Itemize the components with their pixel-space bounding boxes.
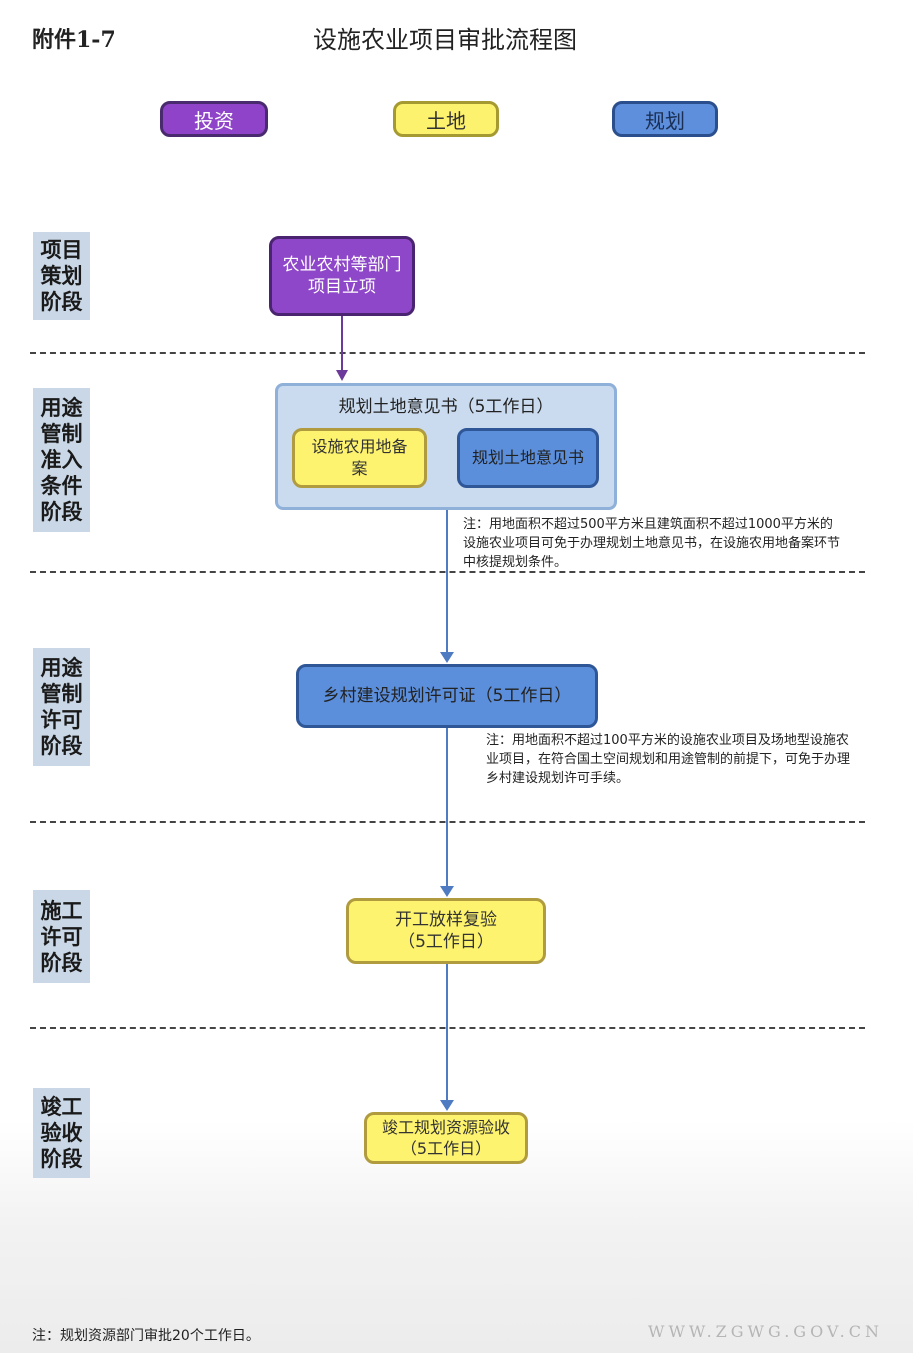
- node-rural-permit: 乡村建设规划许可证（5工作日）: [296, 664, 598, 728]
- node-completion-check: 竣工规划资源验收 （5工作日）: [364, 1112, 528, 1164]
- opinion-group-title: 规划土地意见书（5工作日）: [338, 397, 554, 417]
- arrow-head: [336, 370, 348, 381]
- note-opinion-exemption: 注：用地面积不超过500平方米且建筑面积不超过1000平方米的设施农业项目可免于…: [463, 517, 841, 570]
- node-project-approval: 农业农村等部门项目立项: [269, 236, 415, 316]
- layout-check-days: （5工作日）: [398, 932, 494, 952]
- arrow-head: [440, 652, 454, 663]
- stage-permit: 用途管制许可阶段: [33, 648, 90, 766]
- node-facility-filing: 设施农用地备案: [292, 428, 427, 488]
- layout-check-title: 开工放样复验: [395, 910, 497, 930]
- arrow-head: [440, 1100, 454, 1111]
- stage-planning: 项目策划阶段: [33, 232, 90, 320]
- stage-divider: [30, 352, 865, 354]
- stage-construction: 施工许可阶段: [33, 890, 90, 983]
- stage-completion: 竣工验收阶段: [33, 1088, 90, 1178]
- arrow-head: [440, 886, 454, 897]
- node-layout-check: 开工放样复验 （5工作日）: [346, 898, 546, 964]
- legend-investment: 投资: [160, 101, 268, 137]
- attachment-label: 附件1-7: [32, 27, 116, 53]
- stage-access: 用途管制准入条件阶段: [33, 388, 90, 532]
- legend-land: 土地: [393, 101, 499, 137]
- node-opinion-letter: 规划土地意见书: [457, 428, 599, 488]
- watermark: WWW.ZGWG.GOV.CN: [648, 1322, 883, 1341]
- note-permit-exemption: 注：用地面积不超过100平方米的设施农业项目及场地型设施农业项目，在符合国土空间…: [486, 733, 851, 786]
- footer-note: 注：规划资源部门审批20个工作日。: [32, 1328, 260, 1344]
- completion-title: 竣工规划资源验收: [381, 1118, 510, 1137]
- page-title: 设施农业项目审批流程图: [313, 26, 577, 54]
- completion-days: （5工作日）: [400, 1139, 492, 1158]
- legend-planning: 规划: [612, 101, 718, 137]
